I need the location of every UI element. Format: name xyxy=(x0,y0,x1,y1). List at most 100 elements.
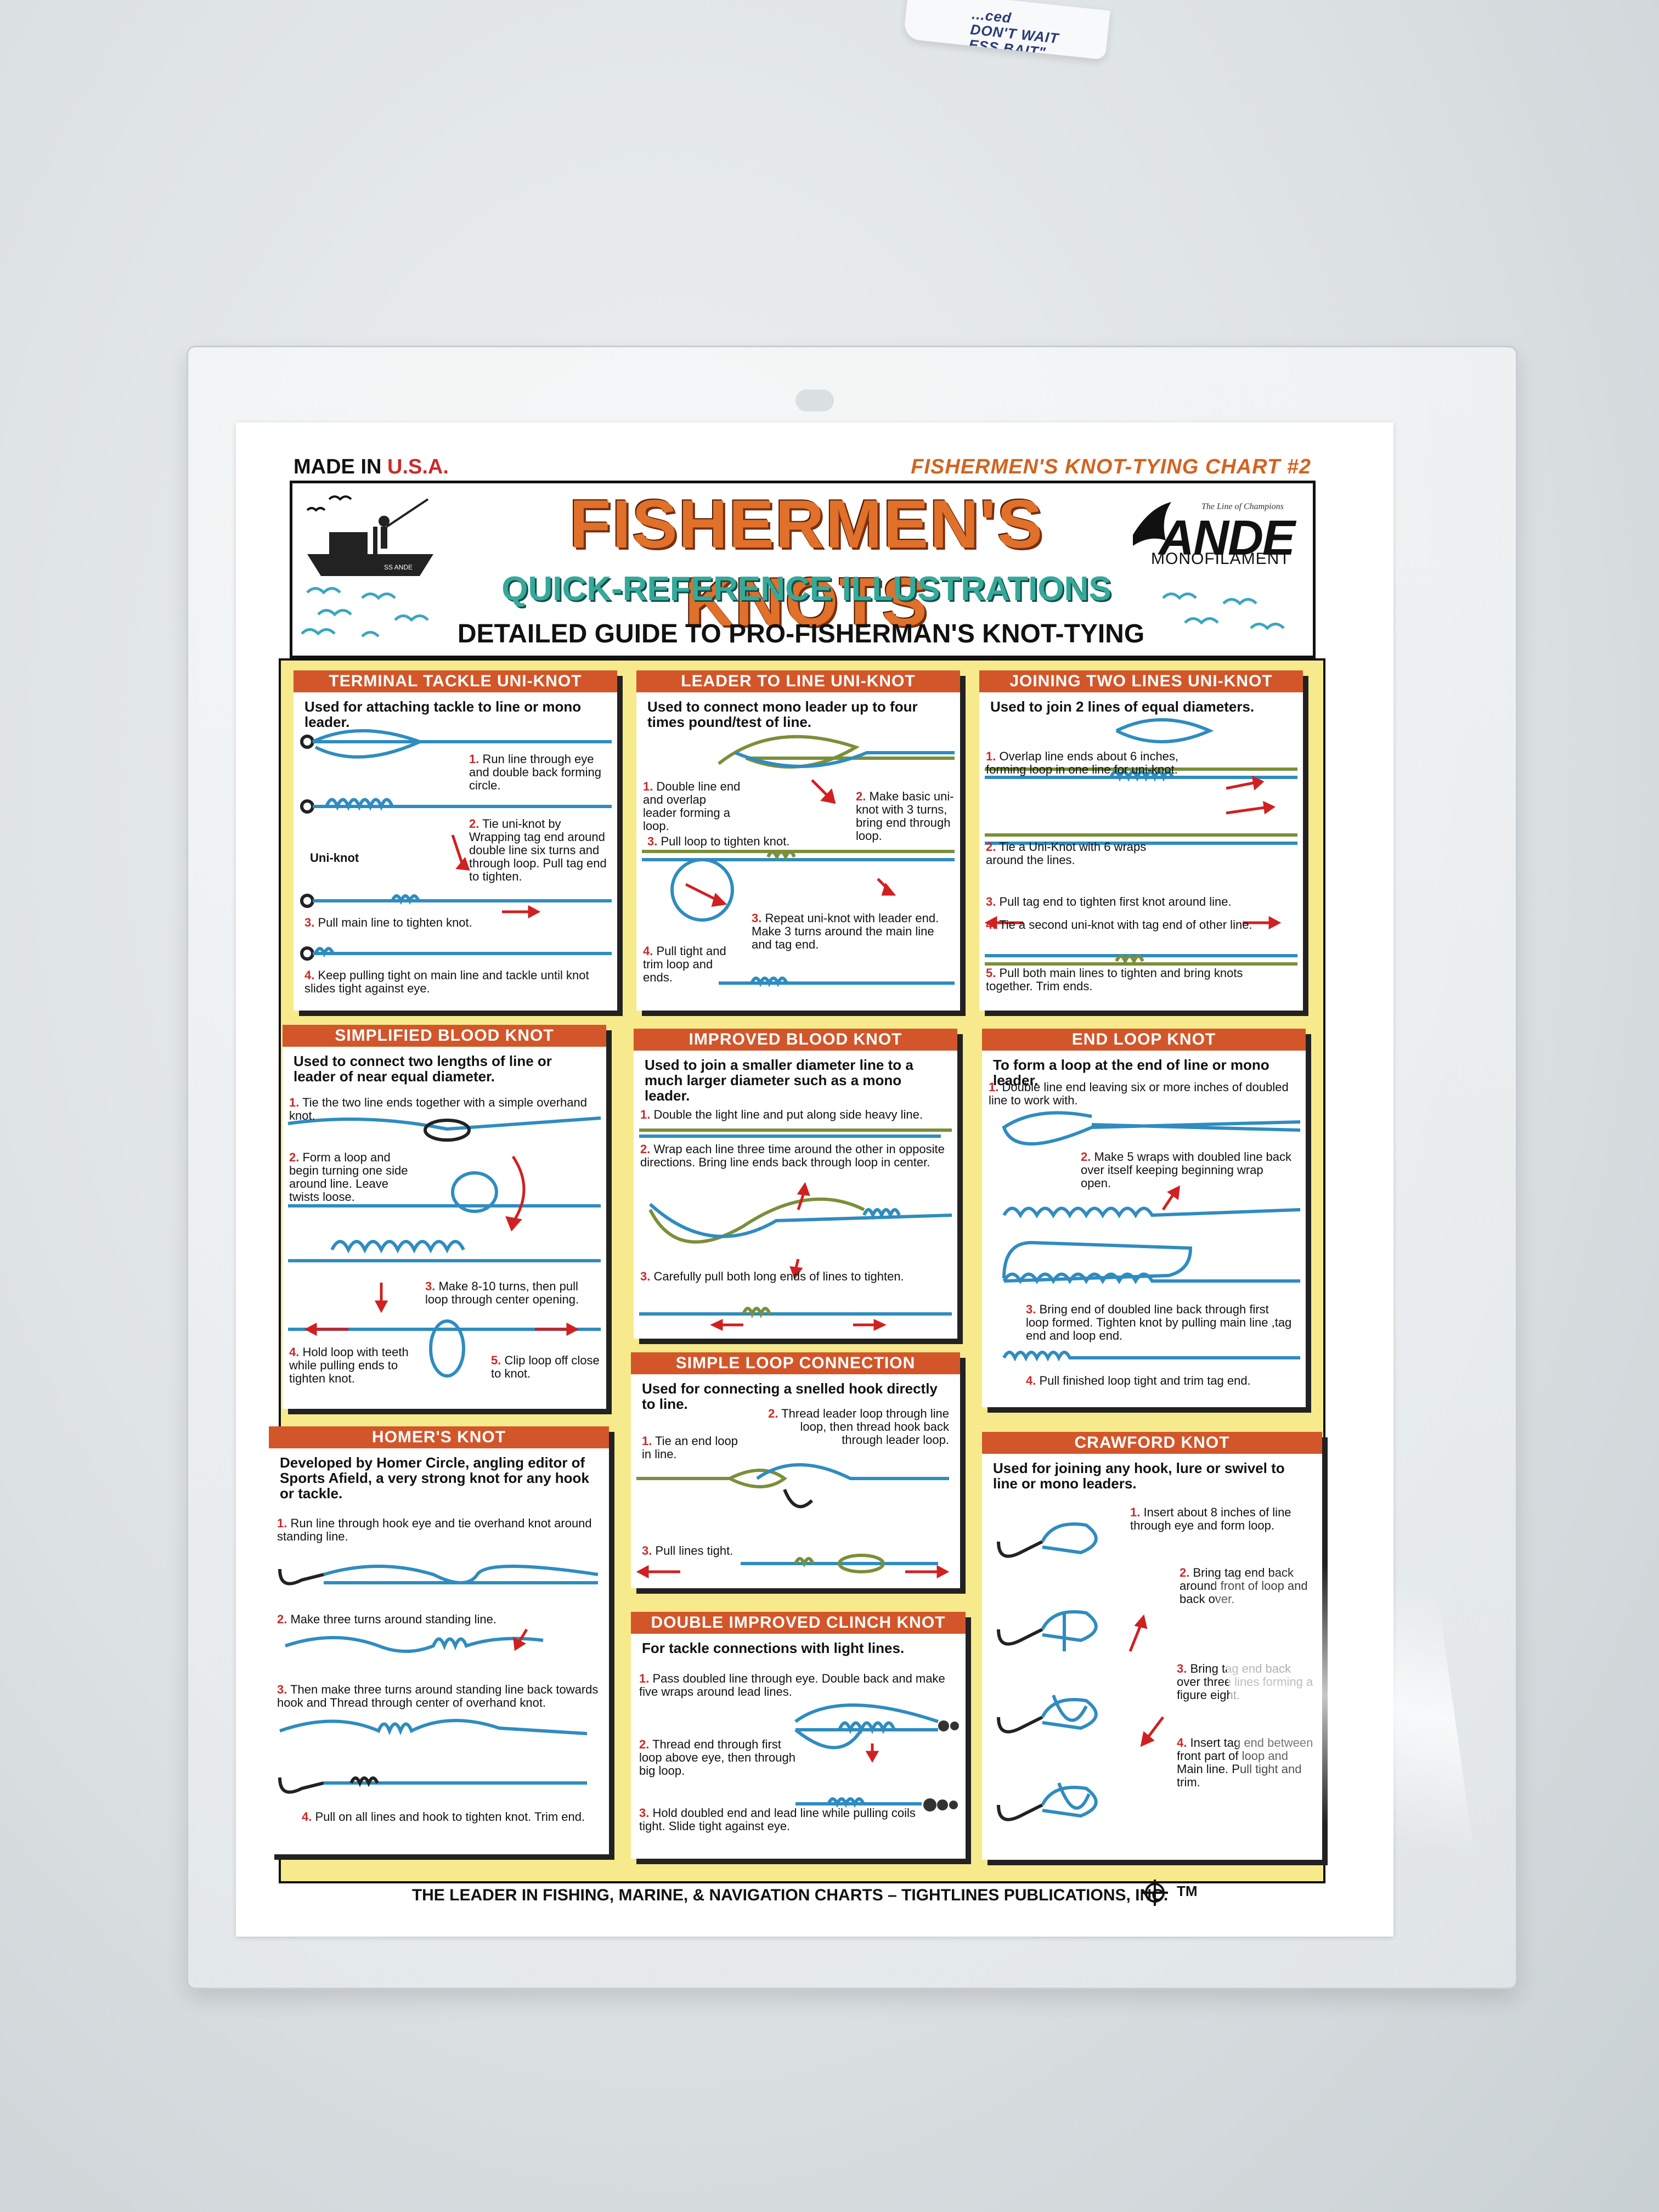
knot-illustration xyxy=(642,735,955,988)
step-1: 1. Tie an end loop in line. xyxy=(642,1434,738,1461)
panel-simple-loop-connection: SIMPLE LOOP CONNECTION Used for connecti… xyxy=(631,1352,960,1588)
boat-name: SS ANDE xyxy=(384,563,413,571)
step-1: 1. Run line through hook eye and tie ove… xyxy=(277,1516,592,1543)
step-2: 2. Make basic uni-knot with 3 turns, bri… xyxy=(856,789,954,843)
panel-intro: To form a loop at the end of line or mon… xyxy=(993,1057,1269,1088)
panel-title: CRAWFORD KNOT xyxy=(982,1432,1322,1454)
header-box xyxy=(290,481,1316,658)
panel-intro: Used for attaching tackle to line or mon… xyxy=(304,698,582,730)
brand-tagline: The Line of Champions xyxy=(1201,502,1284,511)
panel-homers-knot: HOMER'S KNOT Developed by Homer Circle, … xyxy=(269,1426,609,1854)
step-2: 2. Tie a Uni-Knot with 6 wraps around th… xyxy=(986,840,1147,867)
knot-illustration xyxy=(287,1116,601,1378)
trademark-label: TM xyxy=(1177,1883,1198,1899)
step-4: 4. Pull on all lines and hook to tighten… xyxy=(302,1810,585,1824)
panel-title: LEADER TO LINE UNI-KNOT xyxy=(636,670,960,692)
knot-illustration xyxy=(794,1703,959,1812)
brand-subtitle: MONOFILAMENT xyxy=(1151,550,1290,568)
made-in-text: MADE IN xyxy=(294,455,387,478)
step-4: 4. Pull finished loop tight and trim tag… xyxy=(1026,1374,1251,1387)
panel-title: IMPROVED BLOOD KNOT xyxy=(634,1029,957,1051)
step-5: 5. Pull both main lines to tighten and b… xyxy=(986,966,1243,993)
step-2: 2. Wrap each line three time around the … xyxy=(640,1142,945,1169)
step-4: 4. Hold loop with teeth while pulling en… xyxy=(289,1345,409,1385)
step-3: 3. Hold doubled end and lead line while … xyxy=(639,1806,916,1833)
footer-text: THE LEADER IN FISHING, MARINE, & NAVIGAT… xyxy=(411,1886,1169,1904)
knot-illustration xyxy=(984,718,1297,966)
knot-illustration xyxy=(1002,1111,1301,1362)
panel-terminal-tackle-uni-knot: TERMINAL TACKLE UNI-KNOT Used for attach… xyxy=(294,670,617,1011)
panel-intro: Used to connect mono leader up to four t… xyxy=(647,698,918,730)
step-3: 3. Pull main line to tighten knot. xyxy=(304,916,472,929)
panel-leader-to-line-uni-knot: LEADER TO LINE UNI-KNOT Used to connect … xyxy=(636,670,960,1011)
step-3: 3. Bring end of doubled line back throug… xyxy=(1026,1302,1292,1342)
knot-illustration xyxy=(639,1128,952,1331)
panel-improved-blood-knot: IMPROVED BLOOD KNOT Used to join a small… xyxy=(634,1029,957,1339)
right-waves-illustration xyxy=(1162,592,1285,630)
step-3: 3. Bring tag end back over three lines f… xyxy=(1177,1662,1313,1702)
boat-icon: SS ANDE xyxy=(307,498,433,576)
usa-text: U.S.A. xyxy=(387,455,449,478)
step-5: 5. Clip loop off close to knot. xyxy=(491,1353,600,1380)
waves-icon xyxy=(301,587,429,637)
boat-illustration: SS ANDE xyxy=(301,495,433,637)
panel-title: DOUBLE IMPROVED CLINCH KNOT xyxy=(631,1612,966,1634)
panel-intro: For tackle connections with light lines. xyxy=(642,1640,905,1656)
step-1: 1. Insert about 8 inches of line through… xyxy=(1130,1505,1291,1532)
panel-double-improved-clinch-knot: DOUBLE IMPROVED CLINCH KNOT For tackle c… xyxy=(631,1612,966,1859)
panel-joining-two-lines-uni-knot: JOINING TWO LINES UNI-KNOT Used to join … xyxy=(979,670,1303,1011)
knot-illustration xyxy=(300,729,612,961)
knot-illustration xyxy=(278,1565,599,1794)
step-2: 2. Bring tag end back around front of lo… xyxy=(1180,1566,1308,1606)
step-3: 3. Pull loop to tighten knot. xyxy=(647,834,790,848)
panel-title: TERMINAL TACKLE UNI-KNOT xyxy=(294,670,617,692)
step-1: 1. Double the light line and put along s… xyxy=(640,1108,923,1121)
step-1: 1. Double line end leaving six or more i… xyxy=(989,1080,1289,1107)
panel-intro: Used for joining any hook, lure or swive… xyxy=(993,1460,1285,1492)
step-3: 3. Carefully pull both long ends of line… xyxy=(640,1269,904,1283)
panel-simplified-blood-knot: SIMPLIFIED BLOOD KNOT Used to connect tw… xyxy=(283,1025,606,1409)
uni-knot-label: Uni-knot xyxy=(310,851,359,865)
sleeve-notch xyxy=(795,390,834,411)
panel-intro: Used to join a smaller diameter line to … xyxy=(645,1057,913,1104)
step-2: 2. Make three turns around standing line… xyxy=(277,1612,496,1626)
step-4: 4. Tie a second uni-knot with tag end of… xyxy=(986,918,1252,932)
step-3: 3. Pull tag end to tighten first knot ar… xyxy=(986,895,1232,909)
step-3: 3. Then make three turns around standing… xyxy=(277,1683,599,1709)
made-in-usa-label: MADE IN U.S.A. xyxy=(294,455,449,479)
step-2: 2. Form a loop and begin turning one sid… xyxy=(289,1150,408,1204)
step-1: 1. Run line through eye and double back … xyxy=(469,752,601,792)
panel-title: SIMPLIFIED BLOOD KNOT xyxy=(283,1025,606,1047)
step-3: 3. Pull lines tight. xyxy=(642,1544,733,1558)
panel-intro: Used for connecting a snelled hook direc… xyxy=(642,1380,938,1412)
panel-title: HOMER'S KNOT xyxy=(269,1426,609,1448)
guide-heading: DETAILED GUIDE TO PRO-FISHERMAN'S KNOT-T… xyxy=(457,619,1145,648)
step-2: 2. Thread leader loop through line loop,… xyxy=(768,1407,949,1447)
step-1: 1. Pass doubled line through eye. Double… xyxy=(639,1672,945,1699)
step-3: 3. Make 8-10 turns, then pull loop throu… xyxy=(425,1279,579,1306)
knot-illustration xyxy=(636,1463,950,1579)
step-4: 4. Keep pulling tight on main line and t… xyxy=(304,968,589,995)
step-2: 2. Thread end through first loop above e… xyxy=(639,1737,796,1778)
chart-number-label: FISHERMEN'S KNOT-TYING CHART #2 xyxy=(911,455,1311,478)
panel-title: JOINING TWO LINES UNI-KNOT xyxy=(979,670,1303,692)
main-title: FISHERMEN'S KNOTS xyxy=(569,487,1044,640)
knot-illustration xyxy=(997,1522,1164,1821)
step-2: 2. Tie uni-knot by Wrapping tag end arou… xyxy=(469,817,607,883)
panel-title: SIMPLE LOOP CONNECTION xyxy=(631,1352,960,1374)
panel-intro: Used to connect two lengths of line or l… xyxy=(294,1053,552,1085)
panel-end-loop-knot: END LOOP KNOT To form a loop at the end … xyxy=(982,1029,1306,1407)
publisher-logo-icon xyxy=(1142,1880,1168,1906)
panel-intro: Developed by Homer Circle, angling edito… xyxy=(280,1454,589,1502)
subtitle: QUICK-REFERENCE ILLUSTRATIONS xyxy=(501,570,1111,608)
step-3b: 3. Repeat uni-knot with leader end. Make… xyxy=(752,911,939,951)
marlin-logo-icon xyxy=(1133,502,1171,546)
panel-intro: Used to join 2 lines of equal diameters. xyxy=(990,698,1255,715)
panel-crawford-knot: CRAWFORD KNOT Used for joining any hook,… xyxy=(982,1432,1322,1860)
brand-name: ANDE xyxy=(1159,511,1295,566)
step-4: 4. Insert tag end between front part of … xyxy=(1177,1736,1313,1789)
step-1: 1. Overlap line ends about 6 inches, for… xyxy=(986,749,1179,776)
panel-title: END LOOP KNOT xyxy=(982,1029,1306,1051)
step-2: 2. Make 5 wraps with doubled line back o… xyxy=(1081,1150,1292,1190)
step-1: 1. Tie the two line ends together with a… xyxy=(289,1096,588,1122)
